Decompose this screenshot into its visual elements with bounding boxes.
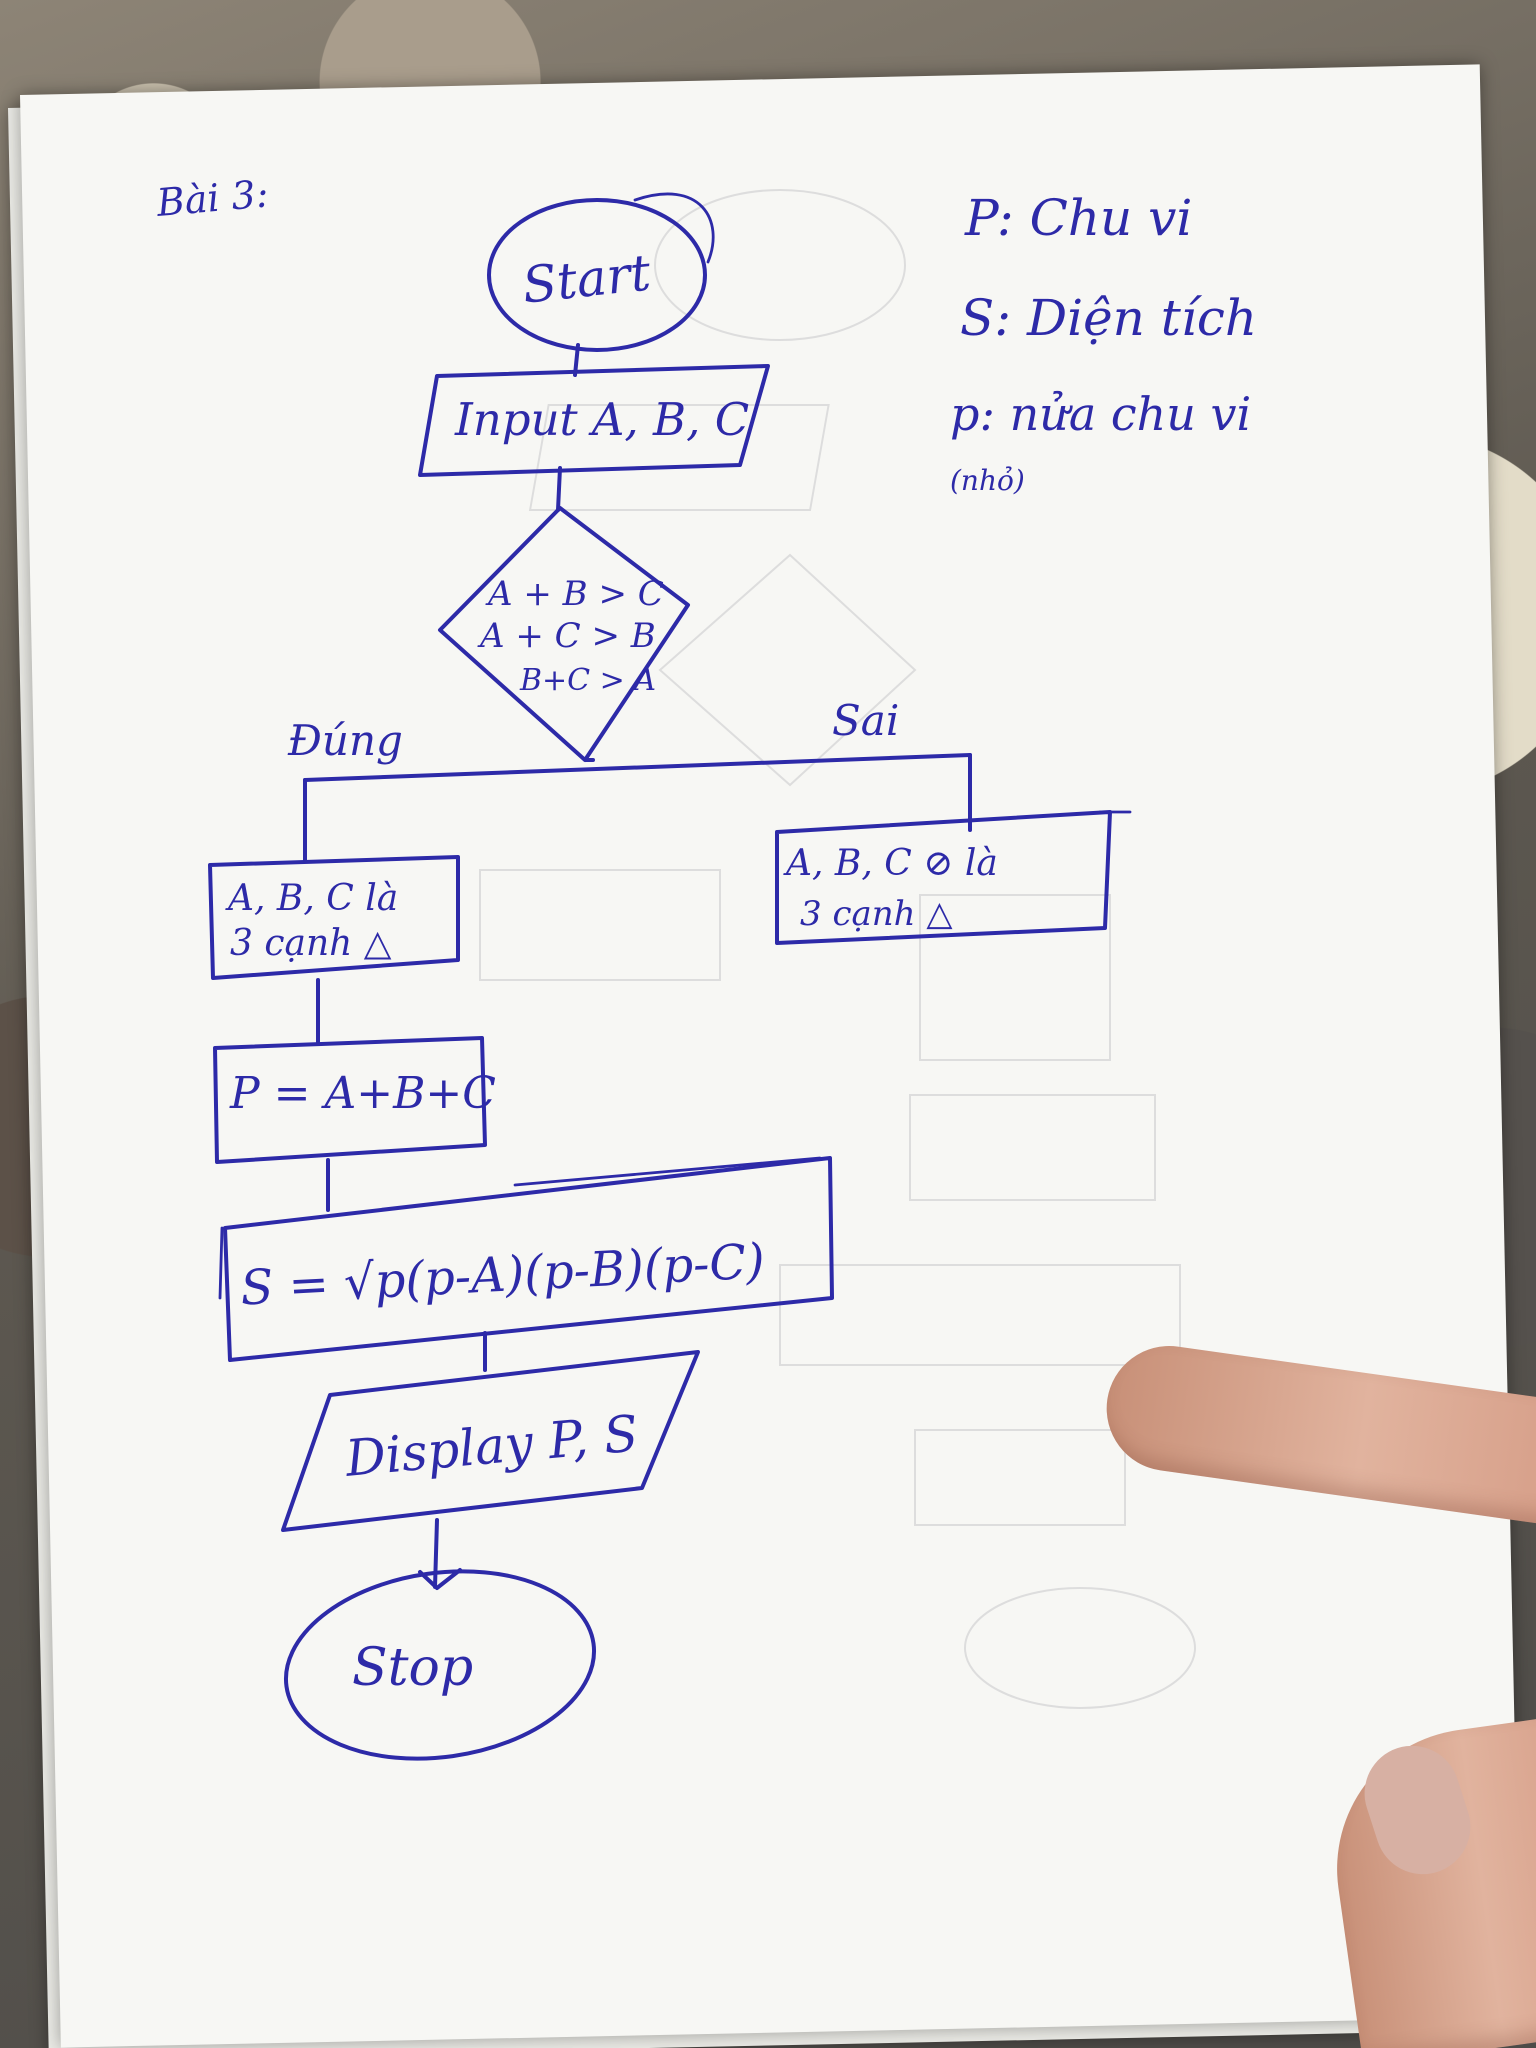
decision-node: A + B > C A + C > B B+C > A	[438, 506, 690, 762]
start-label: Start	[520, 243, 654, 314]
area-label: S = √p(p-A)(p-B)(p-C)	[239, 1233, 766, 1316]
condition-line-2: A + C > B	[477, 616, 656, 656]
false-box-line-2: 3 cạnh △	[800, 894, 953, 934]
connector-input-decision	[556, 466, 562, 512]
exercise-title: Bài 3:	[154, 171, 270, 225]
stop-label: Stop	[352, 1638, 473, 1698]
perimeter-node: P = A+B+C	[213, 1036, 496, 1164]
start-node: Start	[487, 192, 715, 352]
perimeter-label: P = A+B+C	[229, 1068, 496, 1119]
legend-note: (nhỏ)	[950, 464, 1025, 497]
true-branch-label: Đúng	[287, 716, 403, 765]
branch-connectors	[303, 753, 972, 862]
display-label: Display P, S	[342, 1404, 640, 1487]
input-label: Input A, B, C	[454, 393, 749, 446]
false-box-line-1: A, B, C ⊘ là	[783, 843, 998, 884]
stop-node: Stop	[283, 1569, 597, 1761]
area-node: S = √p(p-A)(p-B)(p-C)	[218, 1156, 834, 1362]
false-branch-label: Sai	[832, 696, 899, 745]
show-through-marks	[479, 189, 1196, 1709]
condition-line-1: A + B > C	[485, 574, 664, 614]
display-node: Display P, S	[281, 1350, 700, 1532]
input-node: Input A, B, C	[418, 364, 770, 477]
true-box-line-2: 3 cạnh △	[230, 923, 392, 964]
false-process-box: A, B, C ⊘ là 3 cạnh △	[775, 810, 1132, 945]
connector-display-stop	[418, 1518, 462, 1590]
legend-area: S: Diện tích	[960, 289, 1257, 347]
legend-perimeter: P: Chu vi	[964, 189, 1192, 247]
true-box-line-1: A, B, C là	[225, 878, 398, 919]
condition-line-3: B+C > A	[519, 663, 656, 698]
legend: P: Chu vi S: Diện tích p: nửa chu vi (nh…	[950, 189, 1257, 497]
legend-semiperimeter: p: nửa chu vi	[950, 387, 1251, 441]
true-process-box: A, B, C là 3 cạnh △	[208, 855, 460, 980]
